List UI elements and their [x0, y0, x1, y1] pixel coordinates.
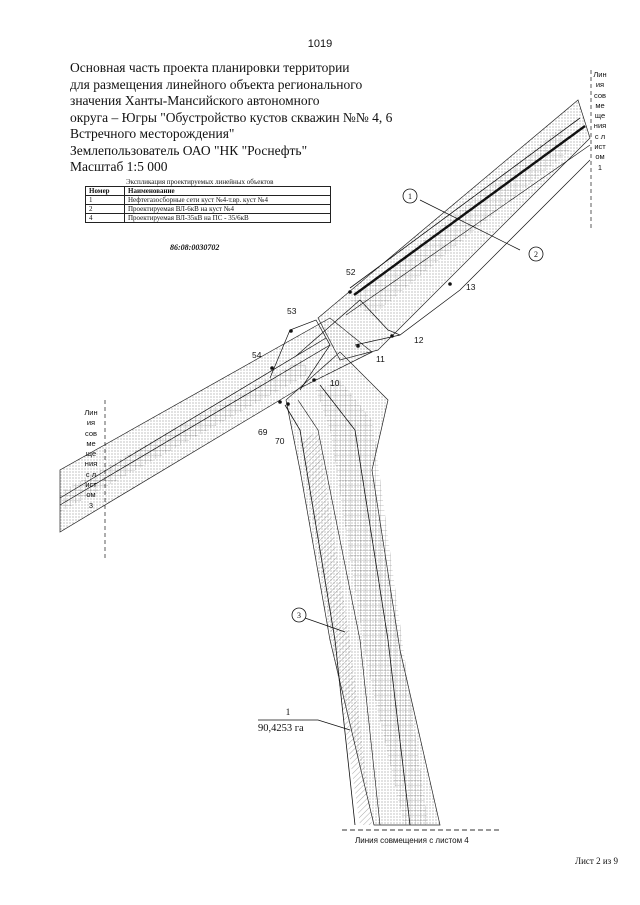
scale-label: Масштаб 1:5 000 — [70, 159, 168, 174]
parcel-area-number: 1 — [285, 708, 291, 718]
point-label: 54 — [252, 350, 262, 360]
object-ref-2: 2 — [528, 246, 544, 262]
point-label: 70 — [275, 436, 285, 446]
corridor-upper-grid — [350, 128, 570, 316]
junction-line-label: Линия совмещения с листом 4 — [355, 836, 469, 845]
point-label: 69 — [258, 427, 268, 437]
point-label: 11 — [376, 354, 385, 364]
legend-header-row: Номер Наименование — [85, 186, 331, 196]
title-line: Встречного месторождения" — [70, 126, 235, 141]
legend-cell-number: 1 — [85, 195, 125, 205]
point-label: 53 — [287, 306, 297, 316]
cadastral-number: 86:08:0030702 — [170, 243, 220, 252]
corridor-left-grid — [60, 360, 312, 512]
point-label: 12 — [414, 335, 424, 345]
parcel-area-leader — [258, 719, 351, 731]
sheet-label: Лист 2 из 9 — [575, 856, 618, 866]
point-label: 52 — [346, 267, 356, 277]
route-lines — [59, 117, 591, 826]
ref-leaders — [304, 199, 521, 633]
legend-cell-number: 4 — [85, 213, 125, 223]
title-line: для размещения линейного объекта региона… — [70, 76, 363, 92]
table-row: 2 Проектируемая ВЛ-6кВ на куст №4 — [85, 204, 331, 214]
title-block: Основная часть проекта планировки террит… — [70, 60, 450, 176]
legend-cell-number: 2 — [85, 204, 125, 214]
legend-header-number: Номер — [85, 186, 125, 196]
point-label: 10 — [330, 378, 340, 388]
legend-cell-name: Нефтегазосборные сети куст №4-т.вр. куст… — [124, 195, 331, 205]
object-ref-3: 3 — [291, 607, 307, 623]
page-number: 1019 — [307, 38, 333, 50]
svg-text:2: 2 — [534, 250, 538, 259]
title-line: Основная часть проекта планировки террит… — [70, 60, 350, 75]
boundary-label-right: Линия совмещения с листом 1 — [593, 70, 607, 172]
legend-caption: Экспликация проектируемых линейных объек… — [126, 178, 274, 186]
parcel-area: 90,4253 га — [258, 723, 304, 734]
object-ref-1: 1 — [402, 188, 418, 204]
legend-cell-name: Проектируемая ВЛ-35кВ на ПС - 35/6кВ — [124, 213, 331, 223]
svg-text:1: 1 — [408, 192, 412, 201]
boundary-label-left: Линия совмещения с листом 3 — [84, 408, 98, 510]
survey-points — [270, 282, 452, 406]
title-line: округа – Югры "Обустройство кустов скваж… — [70, 109, 393, 125]
corridor-lower-grid — [316, 380, 428, 825]
svg-text:3: 3 — [297, 611, 301, 620]
title-line: Землепользователь ОАО "НК "Роснефть" — [70, 142, 308, 158]
legend-cell-name: Проектируемая ВЛ-6кВ на куст №4 — [124, 204, 331, 214]
title-line: значения Ханты-Мансийского автономного — [70, 93, 320, 108]
legend-table: Номер Наименование 1 Нефтегазосборные се… — [85, 186, 331, 223]
table-row: 1 Нефтегазосборные сети куст №4-т.вр. ку… — [85, 195, 331, 205]
legend-header-name: Наименование — [124, 186, 331, 196]
point-label: 13 — [466, 282, 476, 292]
table-row: 4 Проектируемая ВЛ-35кВ на ПС - 35/6кВ — [85, 213, 331, 223]
